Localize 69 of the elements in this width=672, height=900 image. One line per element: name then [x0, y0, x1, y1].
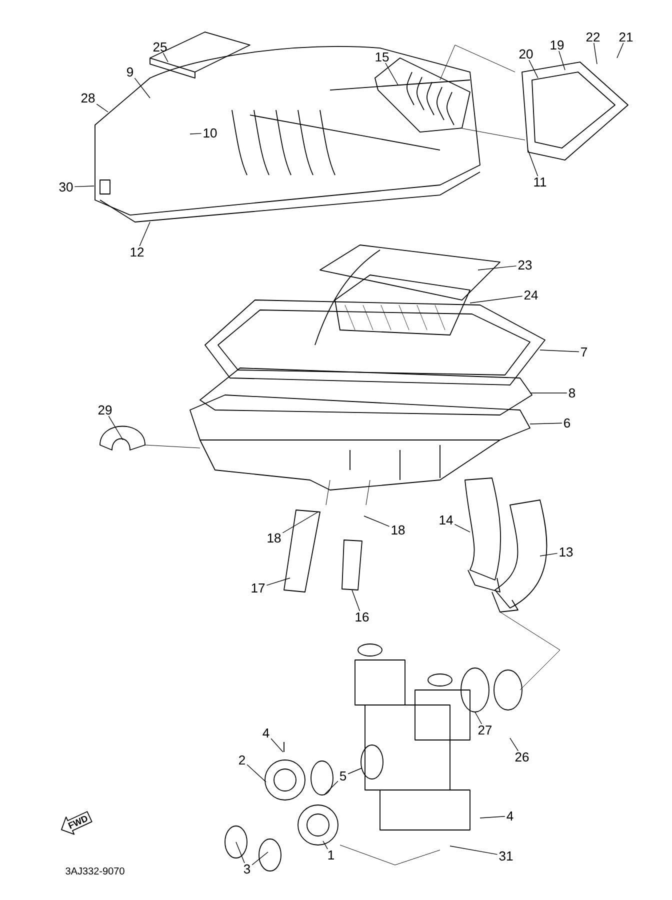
leader-line — [96, 104, 108, 112]
callout-number: 23 — [518, 260, 532, 270]
callout-number: 28 — [81, 93, 95, 103]
callout-number: 24 — [524, 290, 538, 300]
leader-line — [348, 768, 362, 774]
callout-number: 5 — [340, 771, 346, 781]
leader-line — [478, 266, 517, 270]
leader-line — [364, 516, 390, 527]
leader-line — [246, 764, 266, 782]
leader-line — [190, 133, 202, 134]
callout-number: 21 — [619, 32, 633, 42]
leader-line — [252, 852, 268, 866]
leader-line — [530, 422, 562, 424]
callout-number: 25 — [153, 42, 167, 52]
leader-line — [480, 816, 506, 818]
callout-number: 13 — [560, 547, 573, 557]
leader-line — [616, 42, 624, 58]
callout-number: 17 — [252, 584, 265, 592]
callout-number: 2 — [239, 755, 245, 765]
leader-line — [454, 524, 470, 532]
leader-line — [282, 512, 318, 534]
leader-line — [530, 392, 568, 394]
leader-line — [528, 60, 538, 78]
callout-number: 10 — [204, 128, 217, 138]
callout-number: 26 — [515, 752, 529, 762]
callout-number: 8 — [568, 388, 576, 398]
leader-line — [510, 738, 519, 752]
leader-line — [134, 78, 150, 98]
leader-line — [108, 416, 124, 440]
callout-number: 1 — [328, 850, 334, 860]
callout-number: 30 — [59, 182, 73, 192]
callout-number: 29 — [98, 405, 112, 415]
leader-line — [474, 712, 482, 724]
callout-number: 9 — [127, 67, 133, 77]
callout-number: 27 — [478, 725, 492, 735]
leader-line — [352, 590, 360, 612]
callout-number: 4 — [506, 812, 514, 820]
leader-line — [558, 50, 566, 70]
leader-line — [270, 738, 284, 752]
callout-number: 20 — [519, 49, 533, 59]
leader-line — [162, 52, 168, 62]
callout-number: 31 — [499, 851, 513, 861]
leader-line — [236, 842, 245, 864]
leader-line — [594, 42, 598, 64]
callout-number: 15 — [376, 52, 389, 62]
leader-line — [139, 222, 150, 246]
leader-line — [528, 150, 538, 176]
callout-number: 11 — [534, 178, 546, 186]
callout-number: 7 — [581, 348, 587, 356]
part-number: 3AJ332-9070 — [66, 867, 124, 875]
callout-number: 4 — [262, 728, 270, 738]
leader-line — [322, 840, 328, 850]
callout-number: 14 — [440, 516, 453, 524]
callout-number: 3 — [244, 864, 250, 874]
leader-line — [540, 553, 558, 556]
leader-line — [470, 296, 523, 304]
leader-line — [540, 350, 580, 352]
leader-line — [385, 62, 398, 86]
callout-number: 22 — [586, 32, 600, 42]
leader-line — [74, 186, 94, 188]
callout-number: 19 — [550, 40, 564, 50]
callout-number: 18 — [392, 525, 405, 535]
leader-line — [324, 780, 338, 796]
leader-line — [266, 578, 290, 586]
callout-number: 6 — [564, 418, 570, 428]
callout-number: 12 — [130, 247, 144, 257]
leader-line — [450, 846, 498, 855]
callout-number: 16 — [356, 612, 369, 622]
callout-number: 18 — [268, 533, 281, 543]
